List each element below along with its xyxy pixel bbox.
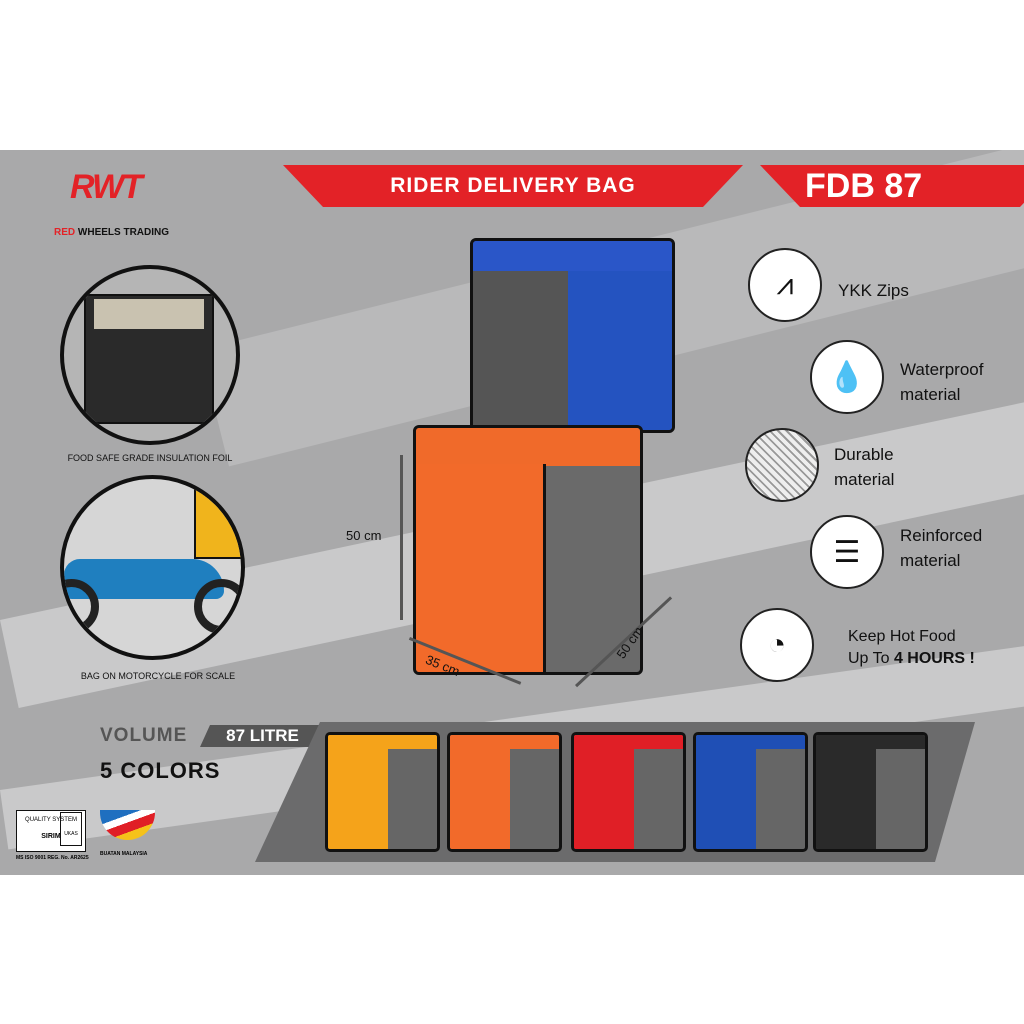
inset-caption: BAG ON MOTORCYCLE FOR SCALE <box>80 671 236 681</box>
ukas-cert-logo: UKAS <box>60 812 82 846</box>
brand-name: RED WHEELS TRADING <box>54 227 170 238</box>
inset-caption: FOOD SAFE GRADE INSULATION FOIL <box>67 453 233 463</box>
insulation-foil-inset <box>60 265 240 445</box>
colors-count: 5 COLORS <box>100 758 221 783</box>
orange-bag-image <box>413 425 643 675</box>
feature-label: YKK Zips <box>838 281 909 300</box>
feature-label: Keep Hot Food Up To 4 HOURS ! <box>848 628 975 667</box>
title-banner: RIDER DELIVERY BAG <box>283 165 743 207</box>
color-variant-bag <box>571 732 686 852</box>
blue-bag-image <box>470 238 675 433</box>
feature-label: Durable material <box>834 445 895 489</box>
volume-value: 87 LITRE <box>200 725 325 747</box>
color-variants-strip <box>255 722 975 862</box>
feature-label: Waterproof material <box>900 360 984 404</box>
waterproof-icon: 💧 <box>810 340 884 414</box>
motorcycle-inset <box>60 475 245 660</box>
color-variant-bag <box>325 732 440 852</box>
color-variant-bag <box>693 732 808 852</box>
zipper-icon: ⩘ <box>748 248 822 322</box>
brand-logo: RWT <box>70 168 143 206</box>
layers-icon: ☰ <box>810 515 884 589</box>
height-dimension: 50 cm <box>346 528 382 543</box>
timer-icon: ◔ <box>740 608 814 682</box>
volume-label: VOLUME <box>100 725 188 746</box>
color-variant-bag <box>447 732 562 852</box>
fabric-weave-icon <box>745 428 819 502</box>
color-variant-bag <box>813 732 928 852</box>
model-banner: FDB 87 <box>760 165 1024 207</box>
iso-reg-text: MS ISO 9001 REG. No. AR2625 <box>16 855 89 861</box>
feature-label: Reinforced material <box>900 526 983 570</box>
made-in-text: BUATAN MALAYSIA <box>100 851 148 857</box>
